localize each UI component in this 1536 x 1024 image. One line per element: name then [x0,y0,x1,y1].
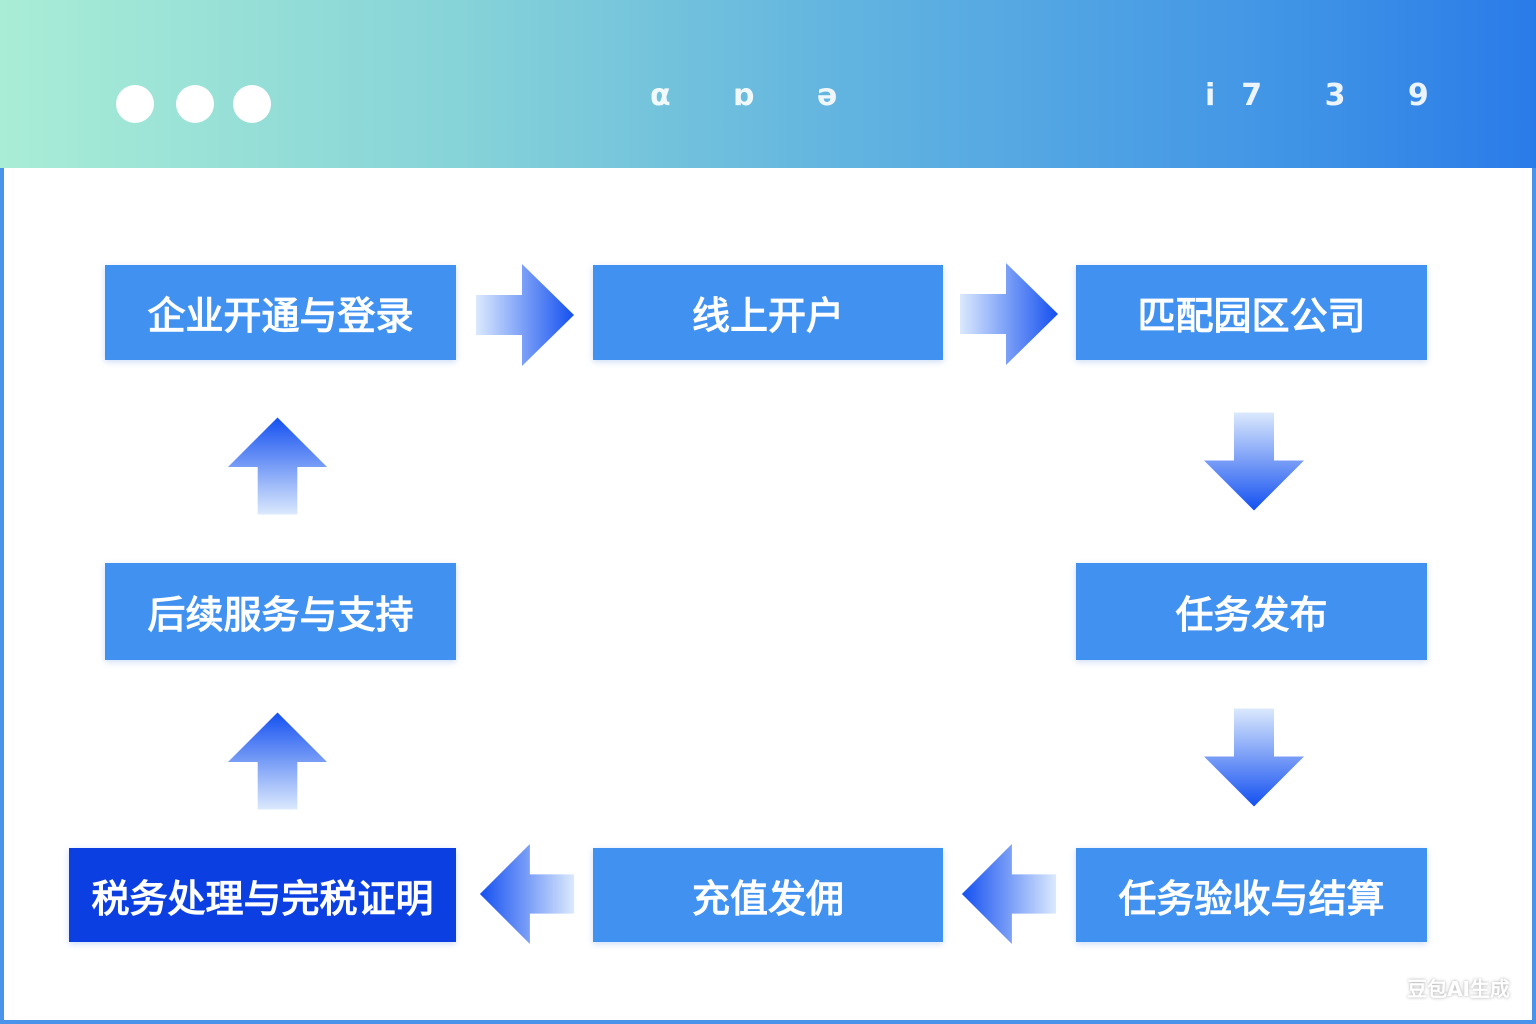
arrow-right-icon [960,263,1058,365]
arrow-down-icon [1204,708,1304,807]
header-left-text: α ɒ ə [650,78,864,113]
arrow-right-icon [476,264,574,366]
arrow-left-icon [961,843,1057,945]
window-dot-2[interactable] [176,85,214,123]
step-followup-service: 后续服务与支持 [105,563,456,660]
step-task-publish: 任务发布 [1076,563,1427,660]
arrow-down-icon [1204,412,1304,511]
step-recharge-commission: 充值发佣 [593,848,943,942]
arrow-up-icon [227,712,328,810]
window-dot-1[interactable] [116,85,154,123]
step-enterprise-login: 企业开通与登录 [105,265,456,360]
header-right-text: i7 3 9 [1205,78,1455,113]
step-online-account: 线上开户 [593,265,943,360]
window-dot-3[interactable] [233,85,271,123]
step-match-park-company: 匹配园区公司 [1076,265,1427,360]
step-task-acceptance-settlement: 任务验收与结算 [1076,848,1427,942]
arrow-up-icon [227,417,328,515]
arrow-left-icon [479,843,575,945]
step-tax-processing: 税务处理与完税证明 [69,848,456,942]
watermark: 豆包AI生成 [1407,977,1510,1001]
window-header: α ɒ ə i7 3 9 [0,0,1536,168]
